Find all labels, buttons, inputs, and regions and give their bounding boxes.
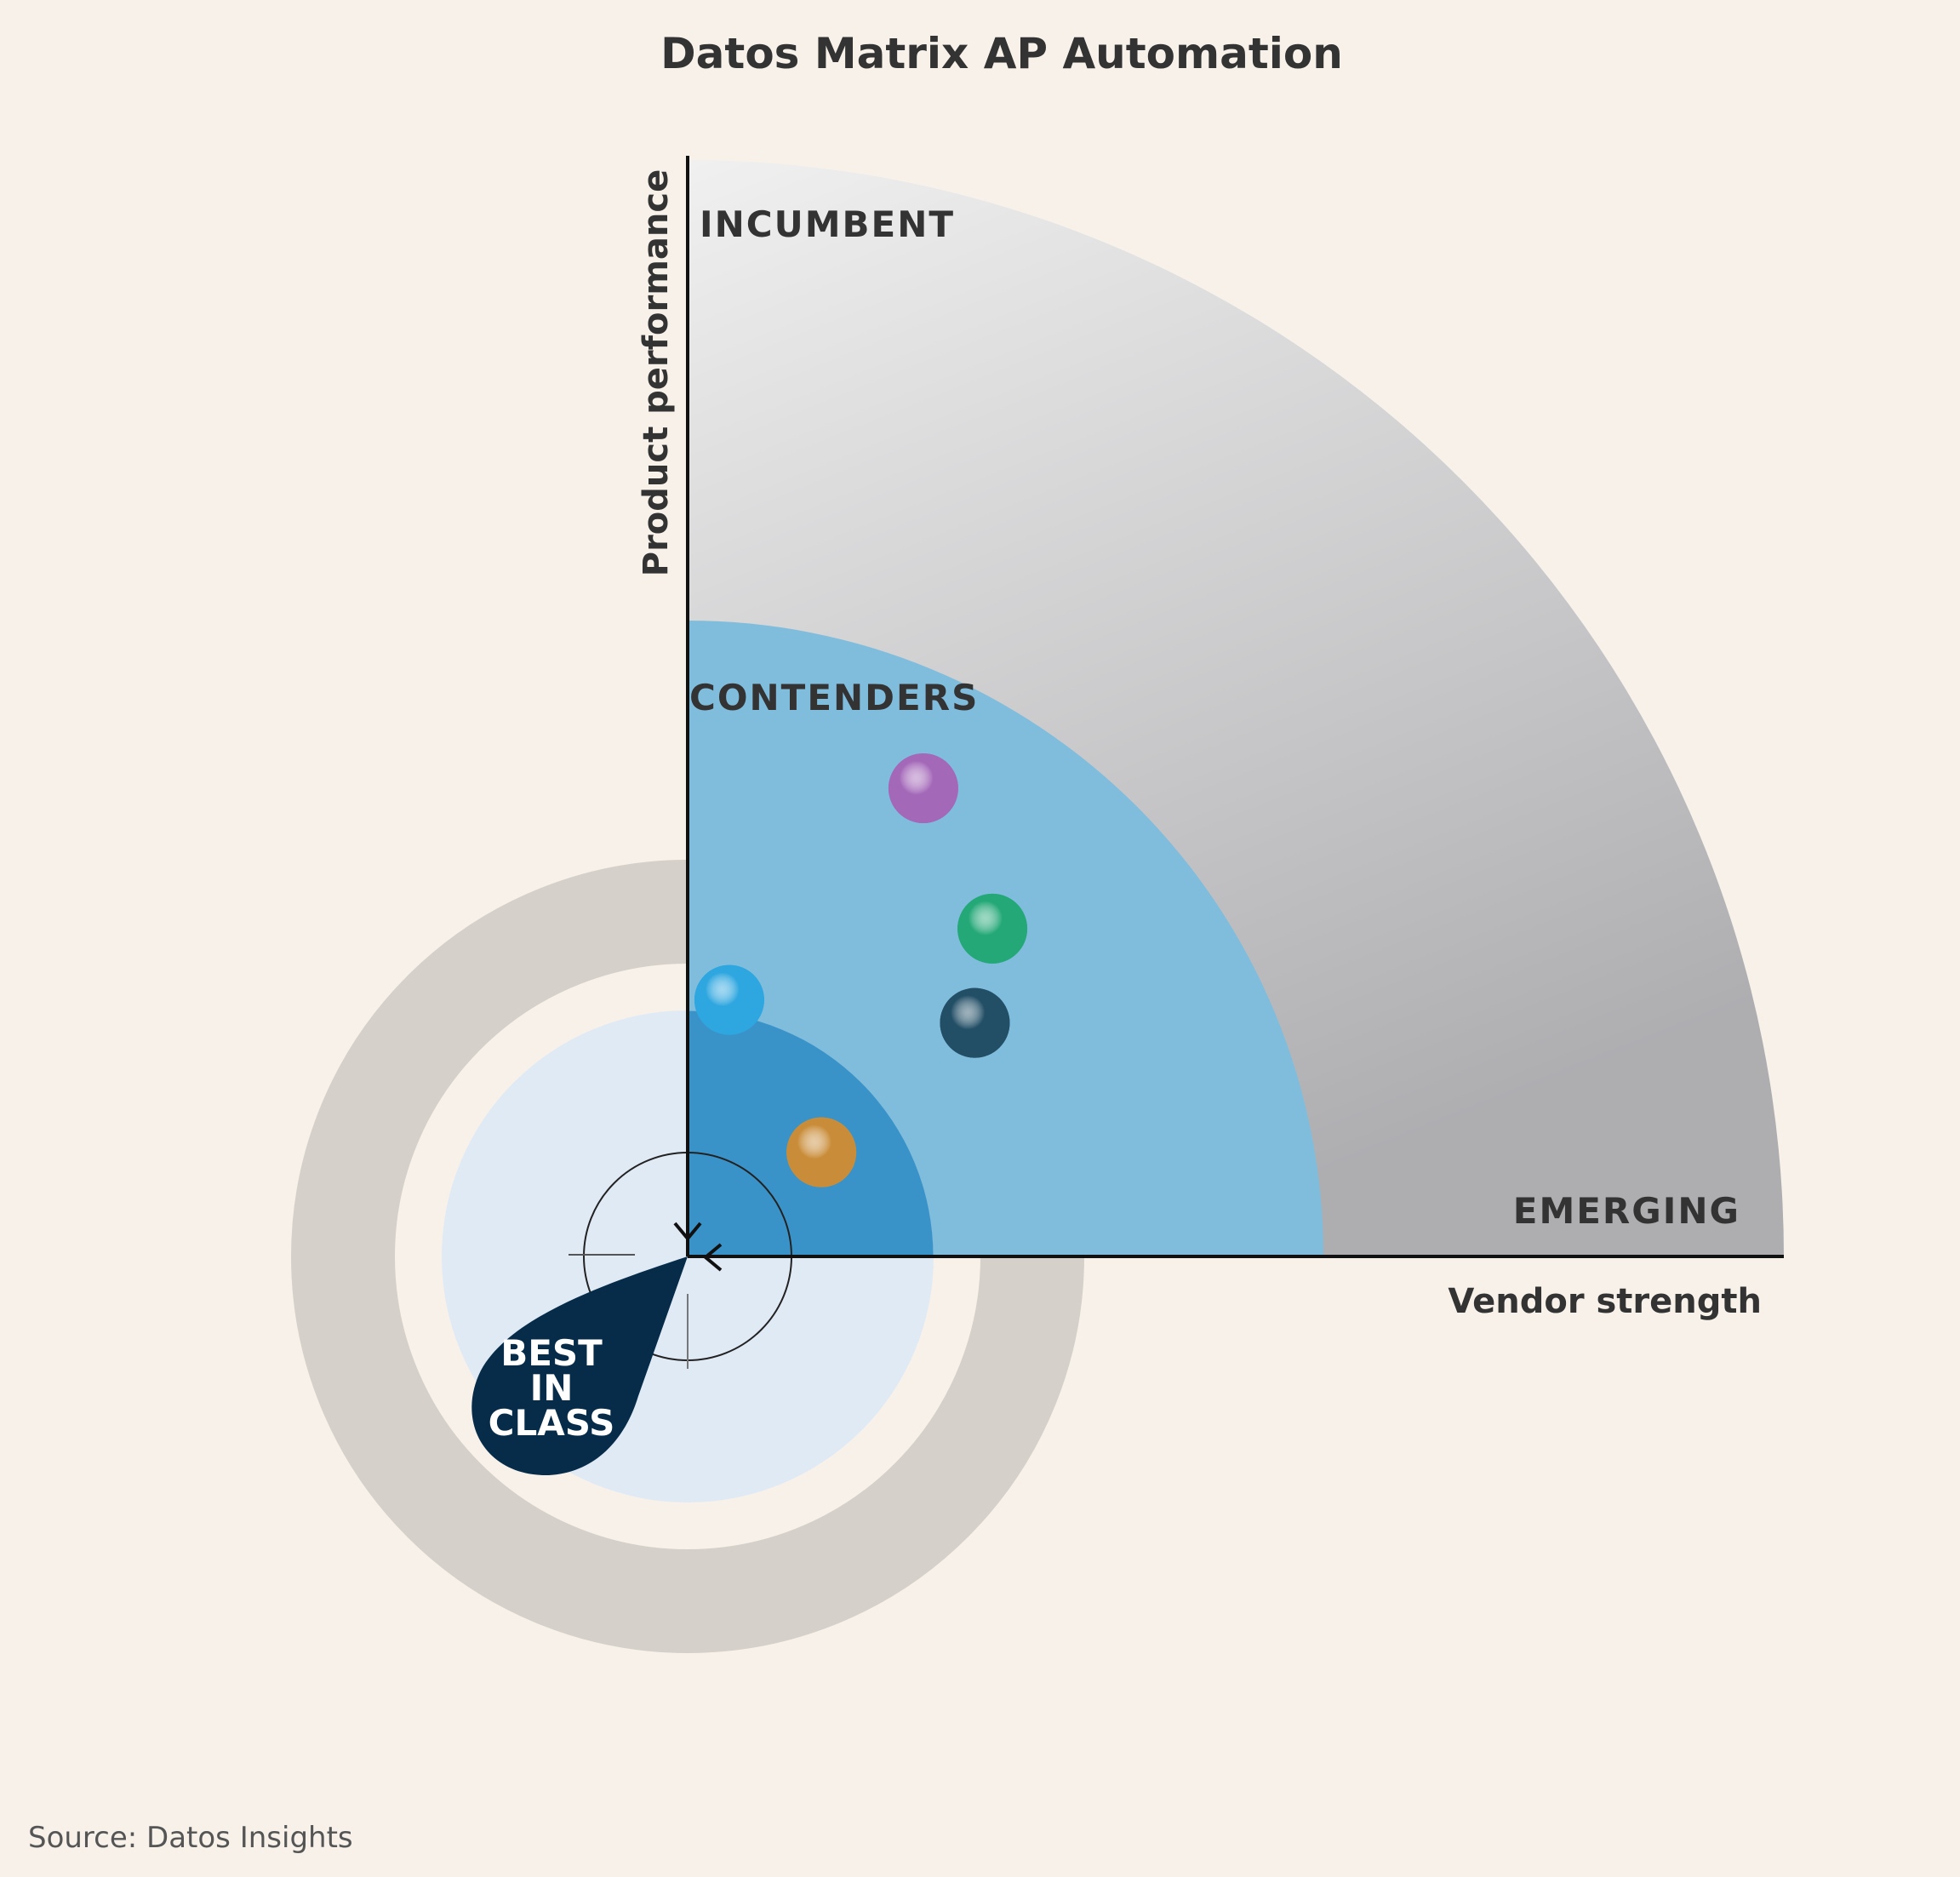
best-label: BEST [500,1332,603,1374]
y-axis-label: Product performance [637,169,676,576]
emerging-label: EMERGING [1513,1190,1740,1232]
in-label: IN [530,1367,574,1409]
incumbent-label: INCUMBENT [700,203,955,245]
class-label: CLASS [489,1402,615,1444]
data-point[interactable] [694,964,764,1035]
arrow-down-icon [673,1222,702,1242]
source-note: Source: Datos Insights [28,1821,353,1855]
data-point[interactable] [940,987,1010,1058]
arrow-left-icon [702,1243,723,1272]
data-point[interactable] [888,753,958,824]
chart-title: Datos Matrix AP Automation [660,29,1343,78]
data-point[interactable] [957,893,1028,964]
best-in-class-badge [471,1256,688,1476]
x-axis-label: Vendor strength [1448,1282,1762,1321]
contenders-label: CONTENDERS [689,677,979,718]
data-point[interactable] [786,1117,857,1187]
